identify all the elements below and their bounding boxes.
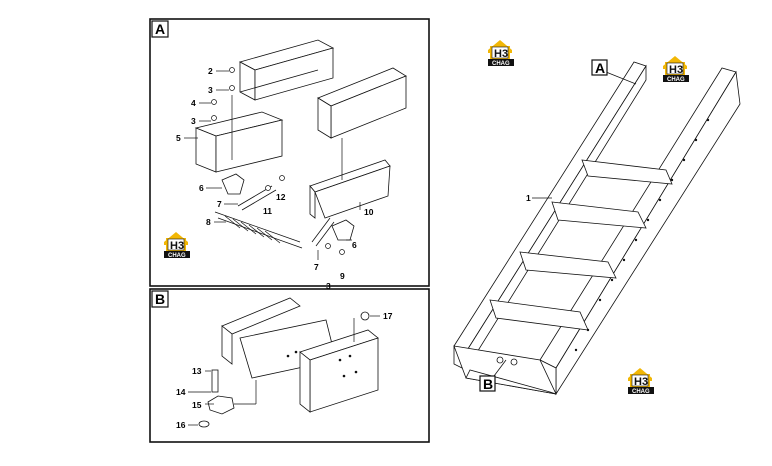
svg-text:H3: H3 xyxy=(170,240,184,252)
part-number: 13 xyxy=(192,366,202,376)
part-number: 3 xyxy=(191,116,196,126)
callout-b: B xyxy=(479,359,507,392)
part-number: 17 xyxy=(383,311,393,321)
svg-text:A: A xyxy=(595,60,605,76)
panel-a: A xyxy=(149,18,430,291)
callout-a: A xyxy=(591,59,637,85)
part-number: 6 xyxy=(199,183,204,193)
part-number: 8 xyxy=(206,217,211,227)
part-number: 2 xyxy=(208,66,213,76)
frame-holes xyxy=(496,118,710,366)
part-number: 7 xyxy=(314,262,319,272)
svg-text:CHAG: CHAG xyxy=(632,389,650,395)
svg-text:CHAG: CHAG xyxy=(168,253,186,259)
svg-text:CHAG: CHAG xyxy=(667,77,685,83)
brand-logo-icon: H3 CHAG xyxy=(627,367,655,395)
part-number: 4 xyxy=(191,98,196,108)
svg-text:H3: H3 xyxy=(669,64,683,76)
brand-logo-icon: H3 CHAG xyxy=(487,39,515,67)
part-number: 14 xyxy=(176,387,186,397)
part-number: 7 xyxy=(217,199,222,209)
part-number: 9 xyxy=(340,271,345,281)
part-number: 16 xyxy=(176,420,186,430)
part-number: 10 xyxy=(364,207,374,217)
brand-logo-icon: H3 CHAG xyxy=(662,55,690,83)
part-number: 3 xyxy=(208,85,213,95)
part-number: 6 xyxy=(352,240,357,250)
part-number: 3 xyxy=(326,281,331,291)
part-number: 11 xyxy=(263,206,272,216)
frame-assembly xyxy=(453,61,741,396)
svg-text:H3: H3 xyxy=(634,376,648,388)
svg-text:CHAG: CHAG xyxy=(492,61,510,67)
svg-text:H3: H3 xyxy=(494,48,508,60)
svg-text:B: B xyxy=(483,376,493,392)
part-number: 5 xyxy=(176,133,181,143)
part-number: 12 xyxy=(276,192,286,202)
part-number: 15 xyxy=(192,400,202,410)
panel-a-label: A xyxy=(155,21,165,37)
panel-b-label: B xyxy=(155,291,165,307)
part-number: 1 xyxy=(526,193,531,203)
panel-b: B xyxy=(149,288,430,443)
brand-logo-icon: H3 CHAG xyxy=(163,231,191,259)
